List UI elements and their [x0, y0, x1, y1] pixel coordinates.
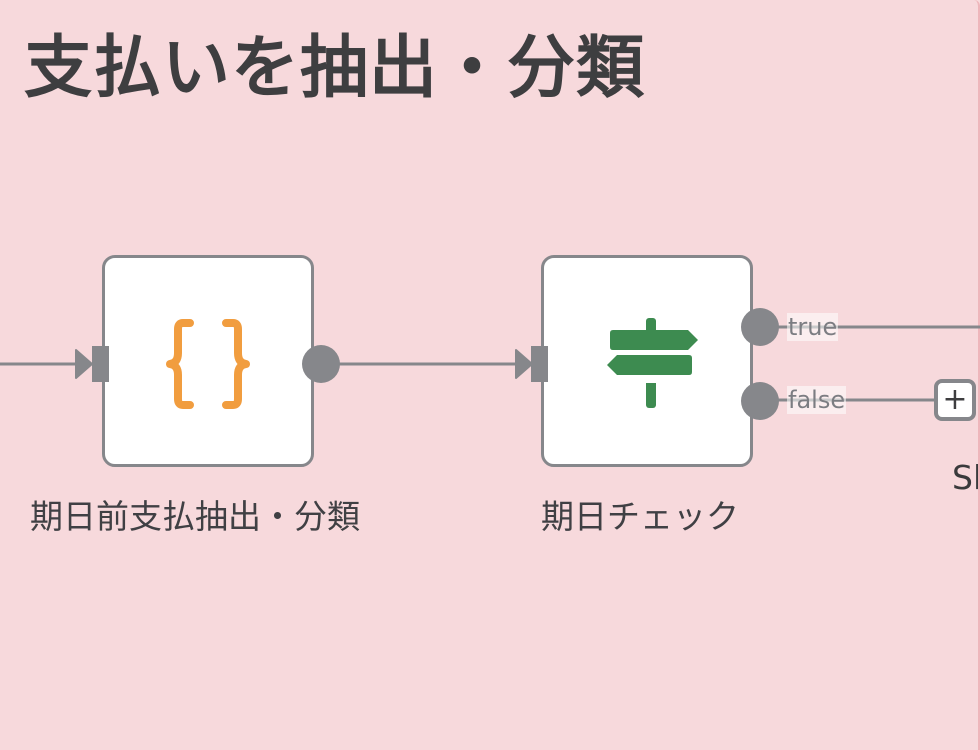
code-node-output-handle[interactable]: [302, 345, 340, 383]
signpost-icon: [607, 318, 698, 408]
incoming-arrow-icon: [75, 349, 93, 379]
sticky-note-title: 支払いを抽出・分類: [24, 29, 646, 108]
code-braces-icon: [166, 319, 250, 409]
edge-label-false: false: [787, 386, 847, 414]
if-node-input-handle[interactable]: [531, 346, 548, 382]
code-node[interactable]: [102, 255, 314, 467]
edge-arrow-icon: [515, 349, 533, 379]
code-node-input-handle[interactable]: [92, 346, 109, 382]
if-node[interactable]: [541, 255, 753, 467]
next-node-label: Sl: [952, 458, 978, 497]
edge-label-true: true: [787, 313, 839, 341]
code-node-label: 期日前支払抽出・分類: [30, 497, 360, 536]
if-node-output-false-handle[interactable]: [741, 382, 779, 420]
if-node-label: 期日チェック: [541, 497, 739, 536]
add-node-button[interactable]: +: [934, 379, 976, 421]
if-node-output-true-handle[interactable]: [741, 308, 779, 346]
